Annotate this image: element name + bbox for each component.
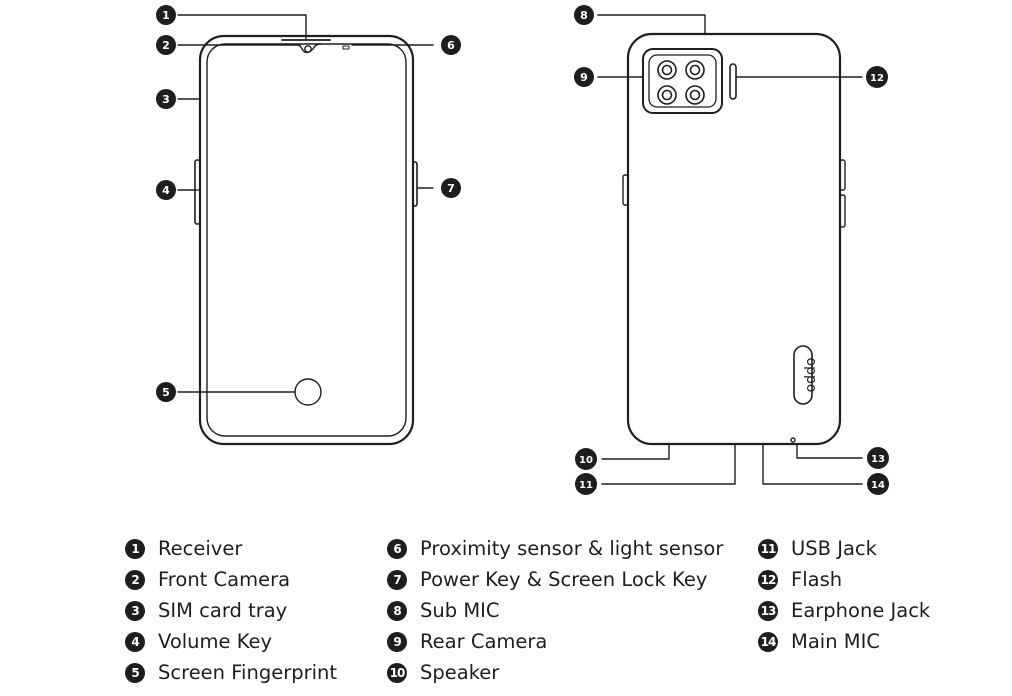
callout-10: 10: [575, 448, 597, 470]
svg-text:6: 6: [447, 39, 455, 52]
svg-text:9: 9: [580, 71, 588, 84]
volume-key: [194, 159, 201, 225]
legend-badge: 2: [125, 569, 145, 590]
callout-14: 14: [867, 473, 889, 495]
callout-7: 7: [441, 178, 461, 198]
front-screen: [206, 43, 407, 437]
front-body-outline: [198, 34, 415, 446]
fingerprint-sensor: [294, 378, 322, 406]
callout-12: 12: [866, 66, 888, 88]
legend-item: 11 USB Jack: [758, 533, 930, 564]
callout-9: 9: [574, 67, 594, 87]
svg-text:1: 1: [162, 9, 170, 22]
legend-label: Speaker: [420, 661, 500, 684]
legend-item: 7 Power Key & Screen Lock Key: [387, 564, 723, 595]
legend-badge: 8: [387, 600, 407, 621]
front-camera-lens: [304, 45, 312, 53]
legend-badge: 12: [758, 569, 778, 590]
legend-label: Power Key & Screen Lock Key: [420, 568, 708, 591]
svg-text:3: 3: [162, 93, 170, 106]
legend-column-2: 6 Proximity sensor & light sensor 7 Power …: [387, 533, 723, 688]
callout-2: 2: [156, 35, 176, 55]
legend-item: 14 Main MIC: [758, 626, 930, 657]
legend-badge: 6: [387, 538, 407, 559]
earphone-jack: [790, 437, 796, 443]
legend-label: Receiver: [158, 537, 243, 560]
legend-column-1: 1 Receiver 2 Front Camera 3 SIM card tray 4…: [125, 533, 337, 688]
legend-item: 1 Receiver: [125, 533, 337, 564]
svg-text:8: 8: [580, 9, 588, 22]
legend-column-3: 11 USB Jack 12 Flash 13 Earphone Jack 14 Mai…: [758, 533, 930, 657]
legend-label: USB Jack: [791, 537, 877, 560]
legend-label: Proximity sensor & light sensor: [420, 537, 724, 560]
svg-text:12: 12: [870, 73, 884, 84]
svg-text:10: 10: [579, 455, 593, 466]
legend-badge: 5: [125, 662, 145, 683]
flash: [729, 63, 737, 100]
legend-label: Earphone Jack: [791, 599, 931, 622]
legend-item: 3 SIM card tray: [125, 595, 337, 626]
legend-label: Front Camera: [158, 568, 291, 591]
legend-label: Main MIC: [791, 630, 880, 653]
legend-item: 12 Flash: [758, 564, 930, 595]
callout-13: 13: [867, 447, 889, 469]
svg-text:5: 5: [162, 386, 170, 399]
proximity-sensor: [342, 45, 350, 50]
back-body-outline: [626, 32, 842, 446]
callout-8: 8: [574, 5, 594, 25]
rear-camera-lenses: [657, 60, 705, 105]
power-key: [412, 161, 418, 207]
callout-3: 3: [156, 89, 176, 109]
legend-badge: 9: [387, 631, 407, 652]
legend-badge: 11: [758, 538, 778, 559]
phone-front-view: [194, 34, 418, 446]
legend-label: SIM card tray: [158, 599, 288, 622]
callout-4: 4: [156, 180, 176, 200]
rear-camera-module: [642, 48, 723, 114]
legend-badge: 7: [387, 569, 407, 590]
svg-text:7: 7: [447, 182, 455, 195]
svg-text:14: 14: [871, 480, 885, 491]
legend-badge: 1: [125, 538, 145, 559]
phone-diagram: oppo 1 2 3 4 5 6 7 8 9 10 11 12 13 14: [156, 5, 889, 495]
legend-badge: 4: [125, 631, 145, 652]
brand-logo-text: oppo: [803, 358, 819, 393]
legend-badge: 14: [758, 631, 778, 652]
legend-item: 6 Proximity sensor & light sensor: [387, 533, 723, 564]
legend-badge: 13: [758, 600, 778, 621]
svg-text:13: 13: [871, 454, 885, 465]
callout-11: 11: [575, 473, 597, 495]
legend-label: Volume Key: [158, 630, 273, 653]
legend-label: Sub MIC: [420, 599, 500, 622]
legend-badge: 3: [125, 600, 145, 621]
callout-badges: 1 2 3 4 5 6 7 8 9 10 11 12 13 14: [156, 5, 889, 495]
legend-label: Rear Camera: [420, 630, 548, 653]
legend-item: 2 Front Camera: [125, 564, 337, 595]
svg-text:2: 2: [162, 39, 170, 52]
legend-item: 13 Earphone Jack: [758, 595, 930, 626]
svg-text:4: 4: [162, 184, 170, 197]
phone-back-view: [622, 32, 846, 446]
legend-item: 5 Screen Fingerprint: [125, 657, 337, 688]
legend-label: Flash: [791, 568, 843, 591]
legend-badge: 10: [387, 662, 407, 683]
callout-5: 5: [156, 382, 176, 402]
callout-6: 6: [441, 35, 461, 55]
legend-item: 10 Speaker: [387, 657, 723, 688]
brand-logo: [793, 345, 813, 405]
legend-item: 4 Volume Key: [125, 626, 337, 657]
leader-lines: [177, 14, 863, 485]
legend-label: Screen Fingerprint: [158, 661, 338, 684]
legend-item: 8 Sub MIC: [387, 595, 723, 626]
callout-1: 1: [156, 5, 176, 25]
legend-item: 9 Rear Camera: [387, 626, 723, 657]
svg-text:11: 11: [579, 480, 593, 491]
